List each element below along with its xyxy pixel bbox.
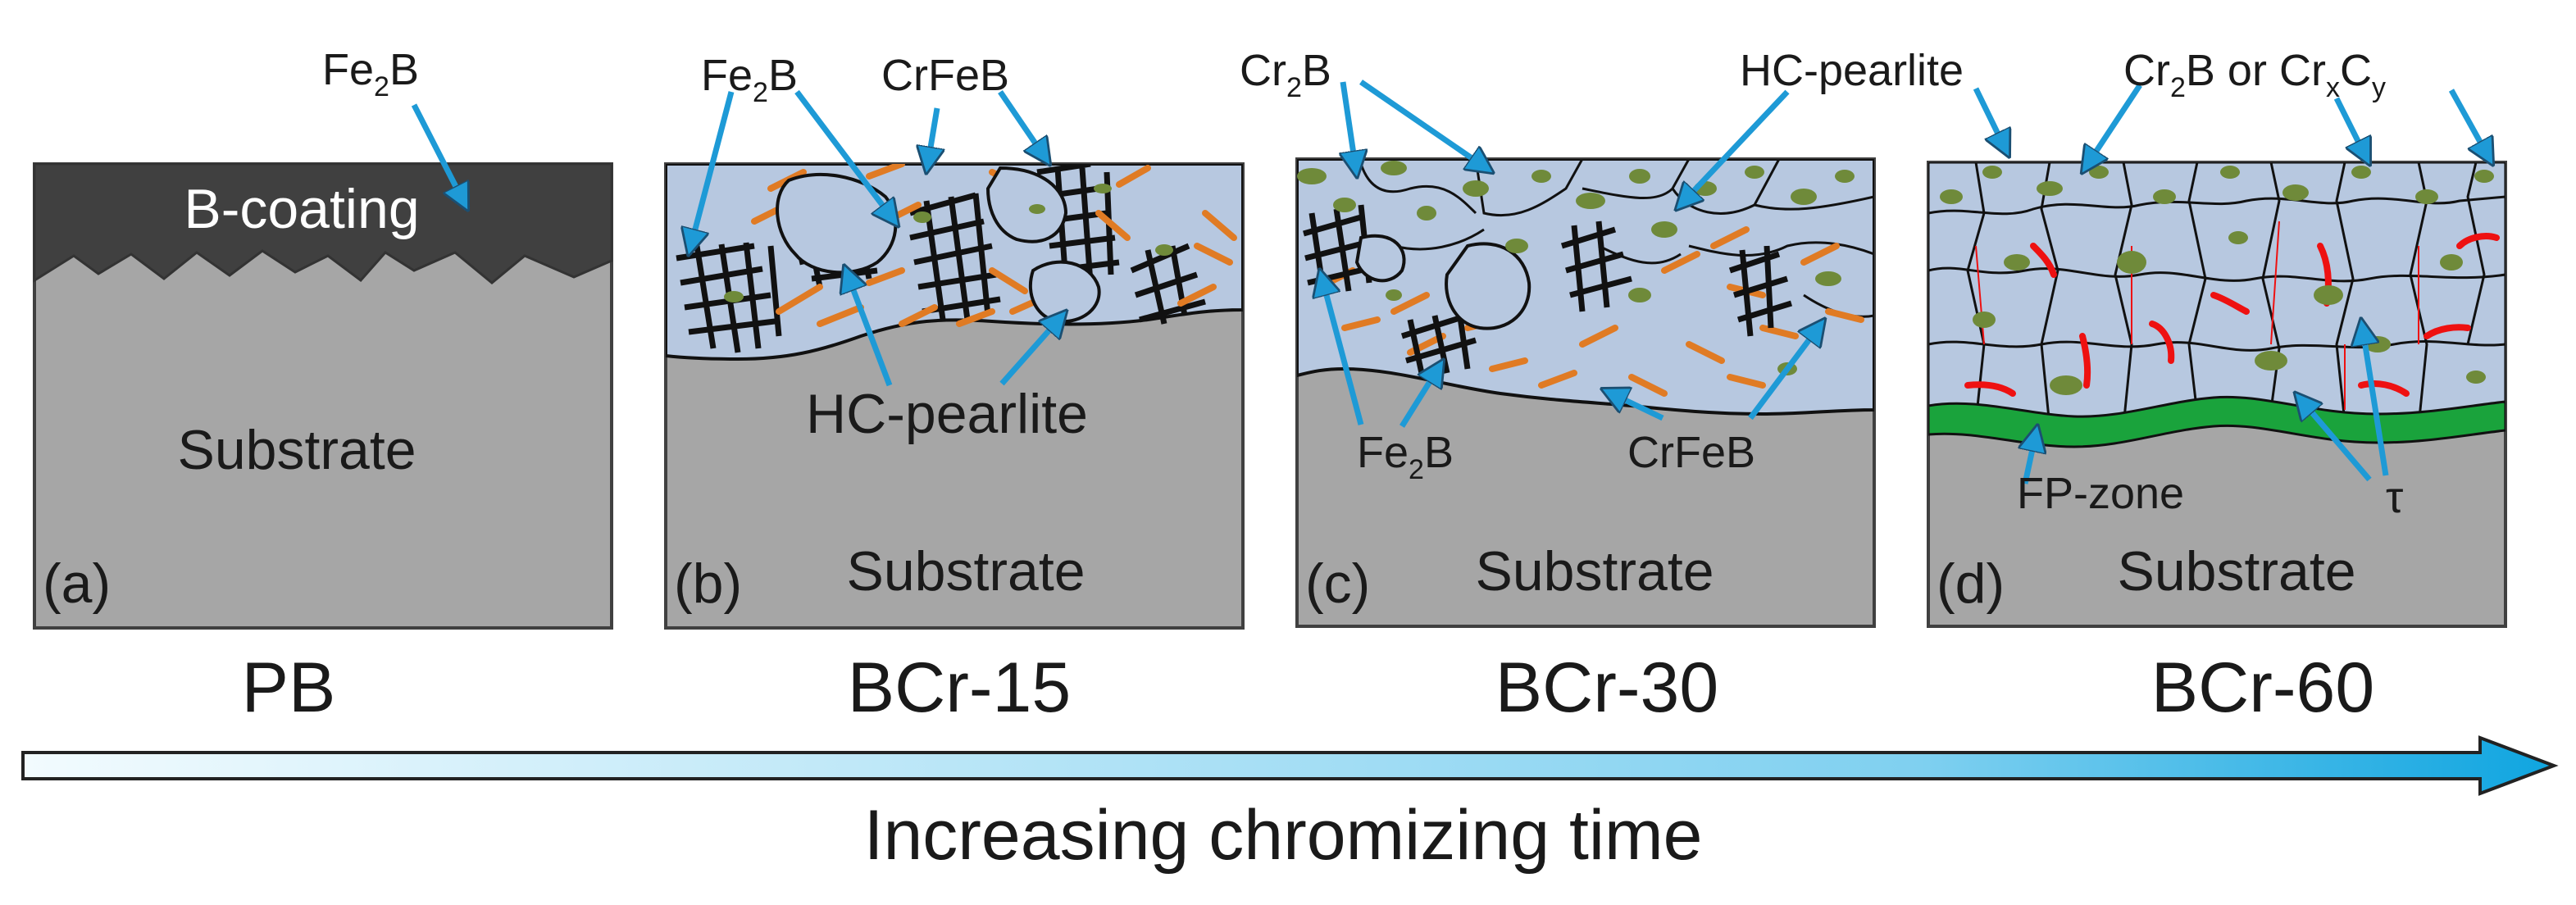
panel-d: Substrate (d) Cr2B or CrxCy FP-zone τ BC… (1927, 46, 2507, 727)
panel-b-callouts (689, 89, 1066, 387)
panel-d-tau-thin (1975, 221, 2419, 410)
panel-b-fe2b-label: Fe2B (701, 51, 798, 108)
panel-a-fe2b-callout: Fe2B (322, 45, 471, 209)
panel-d-tag: (d) (1937, 553, 2005, 615)
panel-c-callouts (1320, 80, 1824, 428)
panel-b-substrate-label: Substrate (846, 540, 1085, 603)
panel-d-cr2b-particles (1940, 166, 2494, 395)
panel-c-substrate-label: Substrate (1475, 540, 1714, 603)
panel-d-tau-phase (1964, 233, 2500, 397)
panel-b-crfeb-label: CrFeB (881, 51, 1009, 100)
panel-c-crfeb-label: CrFeB (1627, 428, 1755, 477)
panel-a-caption: PB (242, 648, 336, 727)
panel-c-cr2b-label: Cr2B (1240, 46, 1331, 103)
svg-text:Fe2B: Fe2B (322, 45, 419, 102)
panel-c-tag: (c) (1305, 553, 1370, 615)
panel-d-substrate-label: Substrate (2117, 540, 2355, 603)
panel-d-tau-label: τ (2386, 473, 2403, 522)
panel-b-caption: BCr-15 (848, 648, 1071, 727)
panel-b-tag: (b) (674, 553, 742, 615)
panel-d-callouts (1973, 84, 2492, 484)
panel-c-fe2b-label: Fe2B (1357, 428, 1454, 485)
panel-d-cr2b-or-crxcy-label: Cr2B or CrxCy (2123, 46, 2386, 103)
panel-d-caption: BCr-60 (2151, 648, 2374, 727)
panel-a-coating-label: B-coating (184, 178, 419, 240)
panel-b-blue-grains (776, 166, 1101, 324)
panel-d-fp-zone (1928, 395, 2505, 448)
panel-b-hc-pearlite-label: HC-pearlite (806, 383, 1088, 445)
panel-a-substrate-label: Substrate (177, 419, 416, 481)
panel-c-pearlite-colonies (1303, 204, 1793, 378)
panel-b: Substrate (b) HC-pearlite Fe2B CrFeB BCr… (664, 51, 1245, 727)
timeline-label: Increasing chromizing time (864, 796, 1703, 875)
panel-c-caption: BCr-30 (1495, 648, 1718, 727)
panel-c-hc-pearlite-label: HC-pearlite (1740, 46, 1964, 95)
panel-a-tag: (a) (43, 553, 111, 615)
panel-b-cr2b-particles (724, 184, 1173, 302)
panel-c-blue-grains (1354, 234, 1531, 330)
panel-d-fp-zone-label: FP-zone (2017, 469, 2184, 518)
panel-d-grain-boundaries (1928, 162, 2505, 427)
timeline-arrow (21, 735, 2559, 796)
panel-a: B-coating Substrate (a) Fe2B PB (33, 45, 613, 727)
timeline: Increasing chromizing time (21, 735, 2559, 875)
panel-c: Substrate (c) Cr2B HC-pearlite Fe2B CrFe… (1240, 46, 1964, 727)
